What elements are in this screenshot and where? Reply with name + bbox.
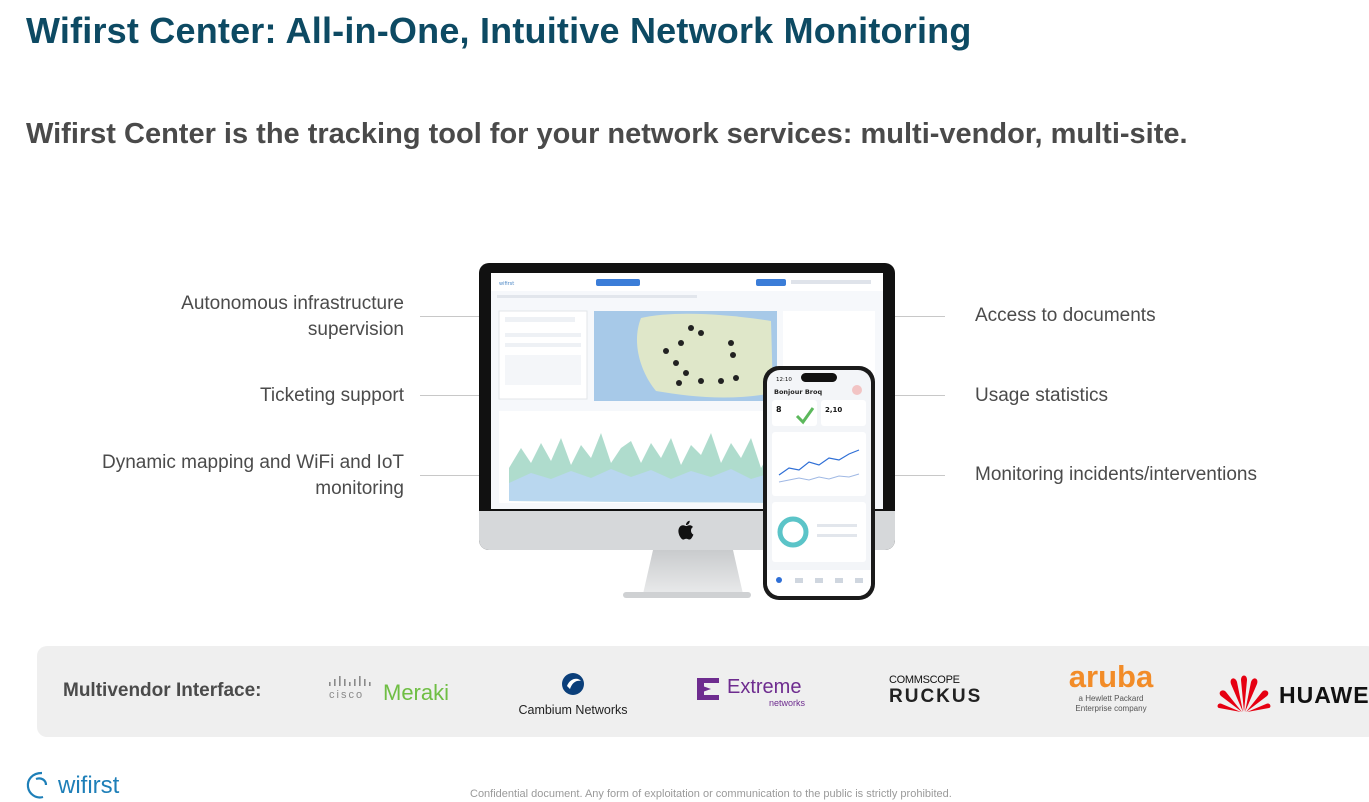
cisco-bars-icon [329,676,371,686]
extreme-wordmark: Extreme [727,676,802,698]
cambium-globe-icon [562,673,584,695]
feature-access-documents: Access to documents [975,305,1156,326]
aruba-wordmark: aruba [1068,659,1154,694]
monitor-stand [643,550,743,594]
phone-screen: 12:10 Bonjour Broq 8 2,10 [767,370,871,596]
svg-text:wifirst: wifirst [499,281,514,287]
connector-line [875,395,945,396]
ruckus-logo: COMMSCOPE RUCKUS [889,674,982,708]
feature-monitoring-incidents: Monitoring incidents/interventions [975,464,1257,485]
commscope-wordmark: COMMSCOPE [889,674,960,686]
meraki-wordmark: Meraki [383,680,450,705]
connector-line [420,316,480,317]
extreme-subtext: networks [769,698,806,708]
dashboard-screenshot: wifirst [491,273,883,503]
huawei-wordmark: HUAWEI [1279,682,1369,708]
feature-ticketing-support: Ticketing support [24,383,404,409]
ruckus-wordmark: RUCKUS [889,686,983,707]
aruba-logo: aruba a Hewlett Packard Enterprise compa… [1055,660,1167,714]
page-title: Wifirst Center: All-in-One, Intuitive Ne… [26,10,972,51]
monitor-mockup: wifirst [479,263,895,550]
aruba-subtext-1: a Hewlett Packard [1078,694,1144,703]
connector-line [895,316,945,317]
feature-infrastructure-supervision: Autonomous infrastructure supervision [24,291,404,343]
phone-stat-2: 2,10 [825,406,842,414]
connector-line [420,475,480,476]
page-subtitle: Wifirst Center is the tracking tool for … [26,118,1188,150]
apple-logo-icon [678,520,694,540]
monitor-stand-base [623,592,751,598]
wifirst-wordmark: wifirst [58,772,120,799]
phone-greeting: Bonjour Broq [774,388,822,396]
wifirst-swirl-icon [26,771,48,799]
feature-usage-statistics: Usage statistics [975,385,1109,406]
feature-line: Autonomous infrastructure [181,293,404,314]
phone-time: 12:10 [776,377,792,383]
phone-stat-1: 8 [776,405,782,414]
extreme-e-icon [697,678,719,700]
monitor-screen: wifirst [491,273,883,509]
confidential-note: Confidential document. Any form of explo… [470,788,952,800]
feature-dynamic-mapping: Dynamic mapping and WiFi and IoT monitor… [24,450,404,502]
phone-mockup: 12:10 Bonjour Broq 8 2,10 [763,366,875,600]
cambium-wordmark: Cambium Networks [518,703,628,717]
huawei-flower-icon [1217,675,1271,712]
feature-line: supervision [307,319,404,340]
aruba-subtext-2: Enterprise company [1075,704,1147,713]
vendor-label: Multivendor Interface: [63,680,262,701]
cisco-wordmark: cisco [329,689,365,701]
cambium-logo: Cambium Networks [513,672,633,717]
connector-line [875,475,945,476]
feature-line: monitoring [315,478,404,499]
mobile-app-screenshot: 12:10 Bonjour Broq 8 2,10 [767,373,871,596]
vendor-strip: Multivendor Interface: cisco Meraki Camb… [37,646,1369,737]
feature-line: Dynamic mapping and WiFi and IoT [101,452,404,473]
feature-line: Ticketing support [260,385,404,406]
connector-line [420,395,480,396]
